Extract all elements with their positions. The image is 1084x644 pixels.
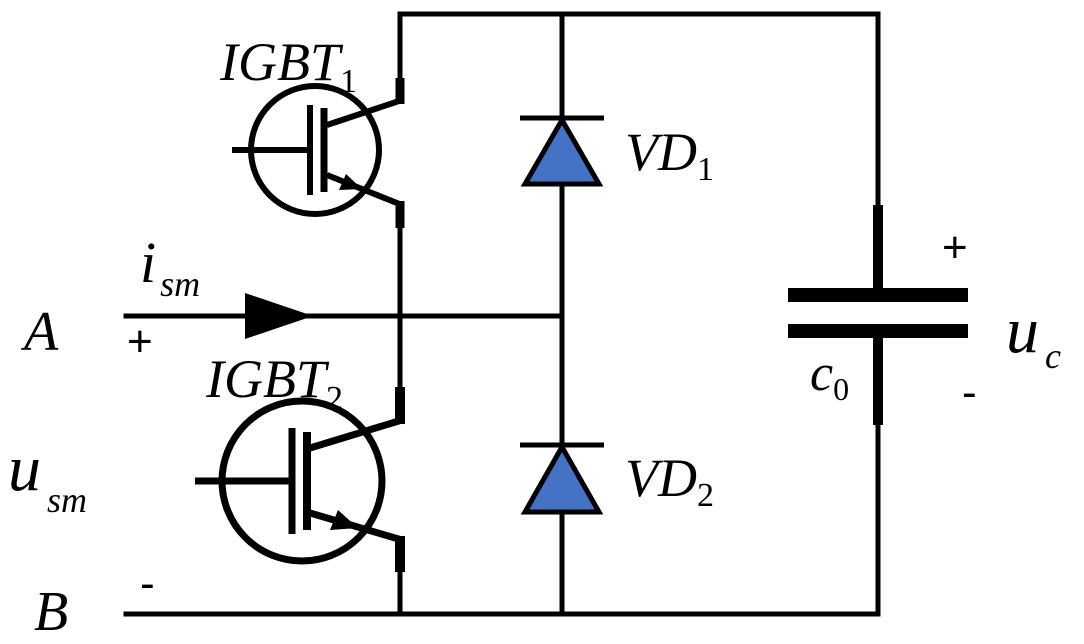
vd1-diode: [520, 115, 604, 187]
capacitor-c0: [788, 205, 968, 425]
igbt1-label: IGBT1: [219, 32, 357, 100]
terminal-b-minus-sign: -: [140, 559, 155, 608]
igbt1-emitter-diagonal: [325, 172, 404, 208]
node-b-label: B: [34, 581, 68, 643]
terminal-a-plus-sign: +: [127, 317, 153, 366]
capacitor-plus-sign: +: [942, 223, 968, 272]
current-direction-arrow: [245, 293, 313, 339]
vd2-diode-triangle: [520, 441, 604, 515]
circuit-wires: [123, 11, 881, 617]
igbt2-collector-diagonal: [308, 416, 404, 452]
igbt2-label: IGBT2: [205, 349, 343, 417]
igbt1-collector-diagonal: [326, 97, 403, 128]
capacitor-c0-label: c0: [810, 345, 849, 407]
vd1-label: VD1: [625, 122, 714, 188]
vd1-diode-triangle: [520, 115, 604, 187]
igbt1-transistor: [232, 78, 405, 228]
igbt2-emitter-arrow-icon: [330, 510, 358, 530]
capacitor-minus-sign: -: [962, 368, 977, 417]
igbt1-emitter-arrow-icon: [339, 174, 362, 190]
igbt2-transistor: [195, 387, 405, 572]
vd2-diode: [520, 441, 604, 515]
vd2-label: VD2: [625, 448, 714, 514]
node-a-label: A: [20, 301, 59, 363]
